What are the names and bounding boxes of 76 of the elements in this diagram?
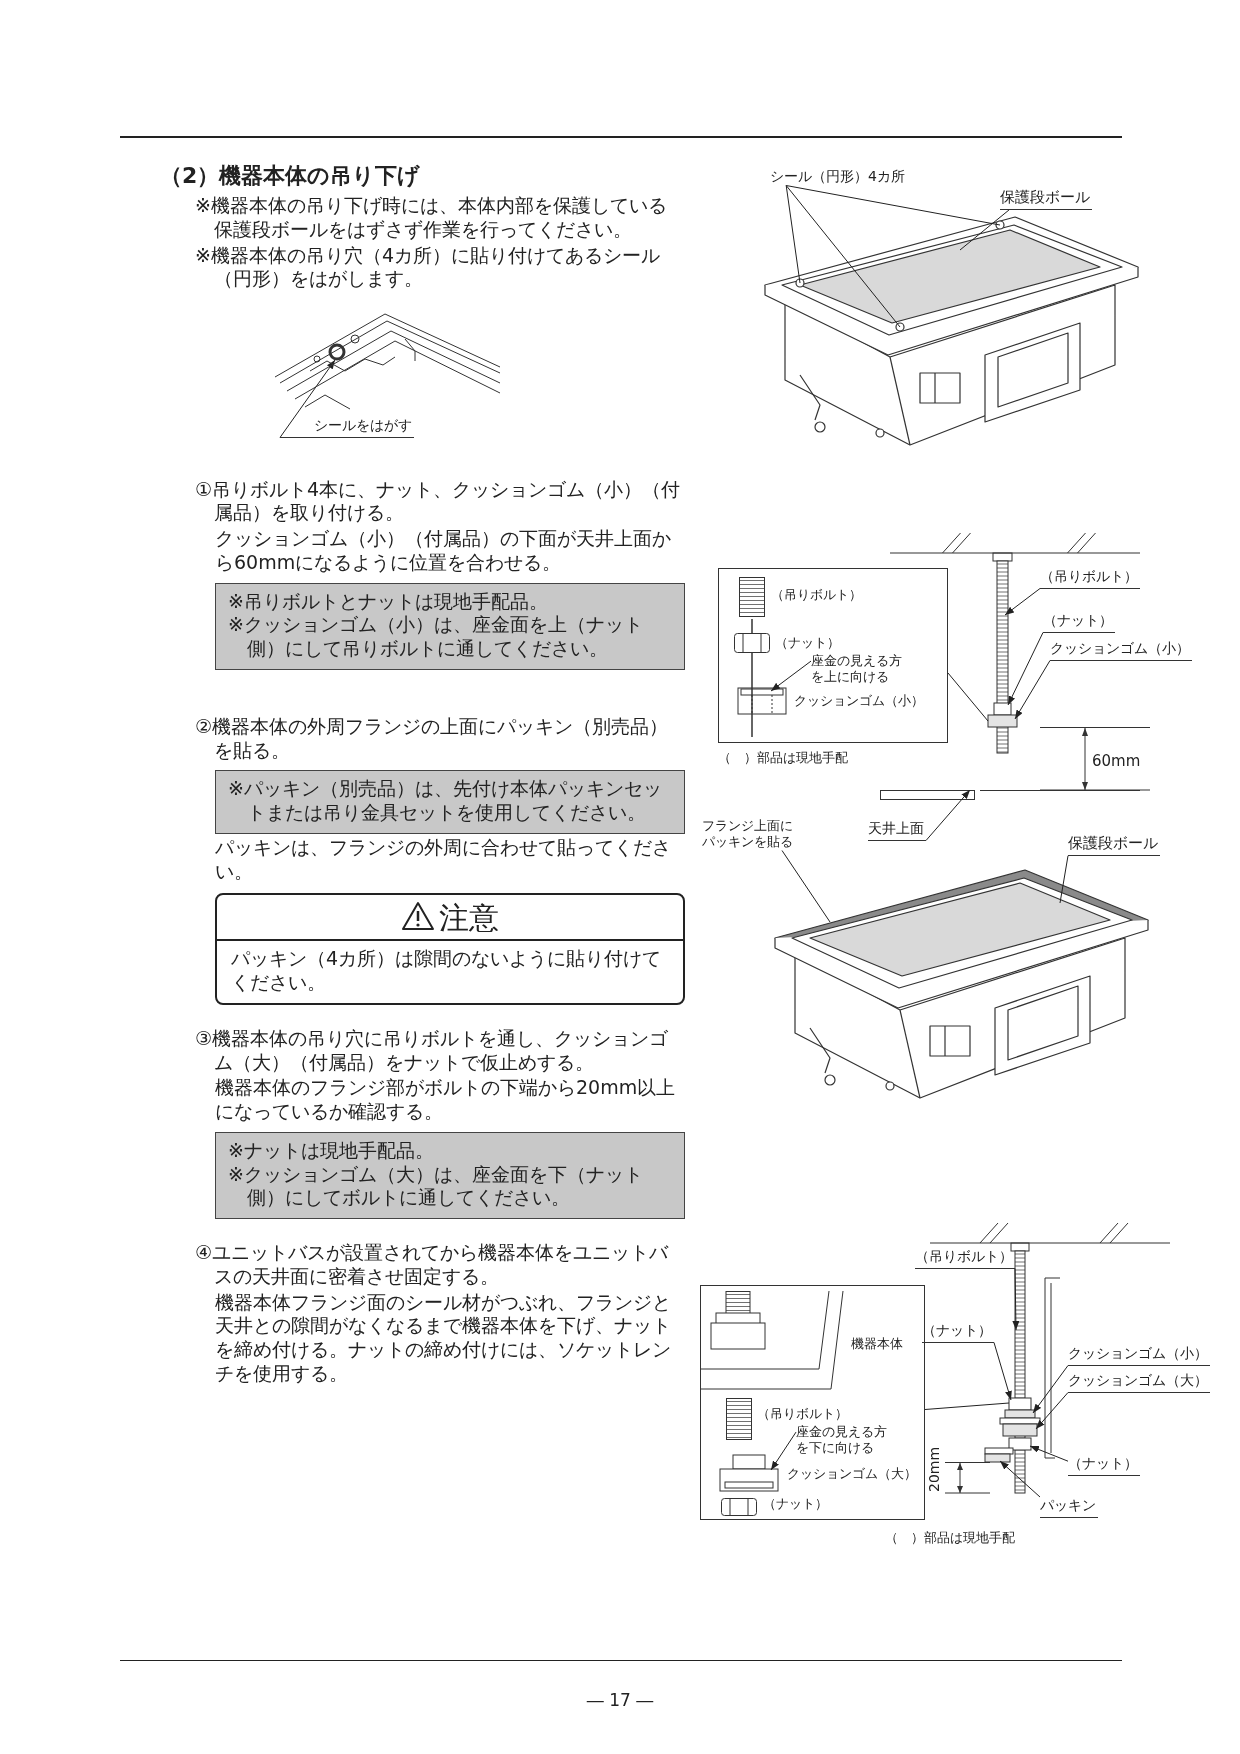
leader-line: [279, 359, 336, 438]
callout-label: （ナット）: [922, 1322, 994, 1343]
callout-label: 天井上面: [868, 820, 926, 841]
callout-label: （ナット）: [1043, 612, 1115, 633]
note-box: [215, 582, 685, 670]
leader-line: [1004, 588, 1041, 616]
callout-label: （吊りボルト）: [1040, 568, 1140, 589]
leader-line: [770, 1431, 797, 1471]
step-text: ②機器本体の外周フランジの上面にパッキン（別売品）を貼る。: [195, 714, 670, 763]
leader-line: [785, 185, 901, 328]
ceiling-board: [880, 790, 975, 800]
dimension-label: 60mm: [1092, 752, 1141, 771]
dimension-label: 20mm: [926, 1446, 943, 1492]
body-text: 機器本体フランジ面のシール材がつぶれ、フランジと天井との隙間がなくなるまで機器本体を下げ、ナットを締め付ける。ナットの締め付けには、ソケットレンチを使用する。: [215, 1290, 672, 1386]
callout-label: クッションゴム（小）: [1068, 1345, 1210, 1366]
page-number: ― 17 ―: [585, 1690, 655, 1712]
leader-line: [1007, 632, 1044, 706]
note-text: ※パッキン（別売品）は、先付け本体パッキンセットまたは吊り金具セットを使用してください。: [228, 777, 663, 825]
body-text: 機器本体のフランジ部がボルトの下端から20mm以上になっているか確認する。: [215, 1076, 677, 1124]
note-text: ※機器本体の吊り穴（4カ所）に貼り付けてあるシール（円形）をはがします。: [195, 243, 661, 291]
leader-line: [770, 660, 812, 692]
callout-label: （ナット）: [1068, 1455, 1140, 1476]
callout-label: 保護段ボール: [1068, 834, 1160, 856]
part-label: クッションゴム（小）: [794, 693, 924, 710]
callout-label: クッションゴム（小）: [1050, 640, 1192, 661]
leader-line: [1032, 1365, 1069, 1414]
callout-label: シール（円形）4カ所: [770, 168, 905, 186]
note-text: （ ）部品は現地手配: [718, 750, 848, 767]
part-label: （吊りボルト）: [757, 1406, 848, 1423]
note-text: ※クッションゴム（小）は、座金面を上（ナット側）にして吊りボルトに通してください。: [228, 613, 644, 661]
callout-label: パッキン: [1040, 1497, 1098, 1518]
caution-box: [215, 893, 685, 1005]
leader-line: [1014, 660, 1051, 720]
bolt-assembly-drawing: [985, 553, 1020, 753]
note-text: ※ナットは現地手配品。: [228, 1138, 435, 1163]
callout-label: フランジ上面にパッキンを貼る: [702, 818, 802, 851]
section-title: （2）機器本体の吊り下げ: [160, 162, 421, 190]
note-text: （ ）部品は現地手配: [885, 1530, 1015, 1547]
leader-line: [785, 185, 1001, 226]
callout-label: シールをはがす: [280, 417, 414, 438]
note-text: ※クッションゴム（大）は、座金面を下（ナット側）にしてボルトに通してください。: [228, 1162, 644, 1210]
cushion-drawing: [737, 687, 787, 715]
body-text: クッションゴム（小）（付属品）の下面が天井上面から60mmになるように位置を合わせる。: [215, 527, 672, 575]
callout-label: 保護段ボール: [1000, 188, 1092, 210]
bolt-assembly-drawing: [985, 1243, 1060, 1493]
leader-line: [925, 789, 971, 841]
leader-line: [999, 1460, 1041, 1498]
detail-inset-box: [718, 568, 948, 743]
leader-line: [1012, 1268, 1020, 1331]
leader-line: [1059, 855, 1069, 904]
note-text: ※吊りボルトとナットは現地手配品。: [228, 589, 549, 614]
part-label: （吊りボルト）: [771, 587, 862, 604]
part-label: （ナット）: [763, 1496, 828, 1513]
leader-line: [959, 209, 1010, 251]
leader-line: [1035, 1392, 1069, 1430]
step-text: ①吊りボルト4本に、ナット、クッションゴム（小）（付属品）を取り付ける。: [195, 477, 682, 525]
cushion-drawing: [719, 1454, 779, 1492]
part-label: （ナット）: [775, 635, 840, 652]
leader-line: [1029, 1445, 1069, 1462]
body-text: パッキンは、フランジの外周に合わせて貼ってください。: [215, 835, 672, 884]
callout-label: クッションゴム（大）: [1068, 1372, 1210, 1393]
note-box: [215, 1131, 685, 1219]
step-text: ③機器本体の吊り穴に吊りボルトを通し、クッションゴム（大）（付属品）をナットで仮止めする。: [195, 1026, 670, 1075]
callout-label: 座金の見える方を上に向ける: [811, 653, 913, 686]
detail-inset-box: [700, 1285, 925, 1520]
caution-text: パッキン（4カ所）は隙間のないように貼り付けてください。: [230, 946, 663, 995]
note-box: [215, 770, 685, 834]
caution-heading: 注意: [439, 900, 499, 936]
leader-line: [785, 185, 801, 284]
part-label: クッションゴム（大）: [787, 1466, 917, 1483]
part-label: 機器本体: [851, 1336, 903, 1353]
callout-label: 座金の見える方を下に向ける: [796, 1424, 898, 1457]
leader-line: [993, 1342, 1012, 1401]
step-text: ④ユニットバスが設置されてから機器本体をユニットバスの天井面に密着させ固定する。: [195, 1241, 670, 1289]
callout-label: （吊りボルト）: [915, 1248, 1015, 1269]
note-text: ※機器本体の吊り下げ時には、本体内部を保護している保護段ボールをはずさず作業を行ってください。: [195, 194, 668, 242]
